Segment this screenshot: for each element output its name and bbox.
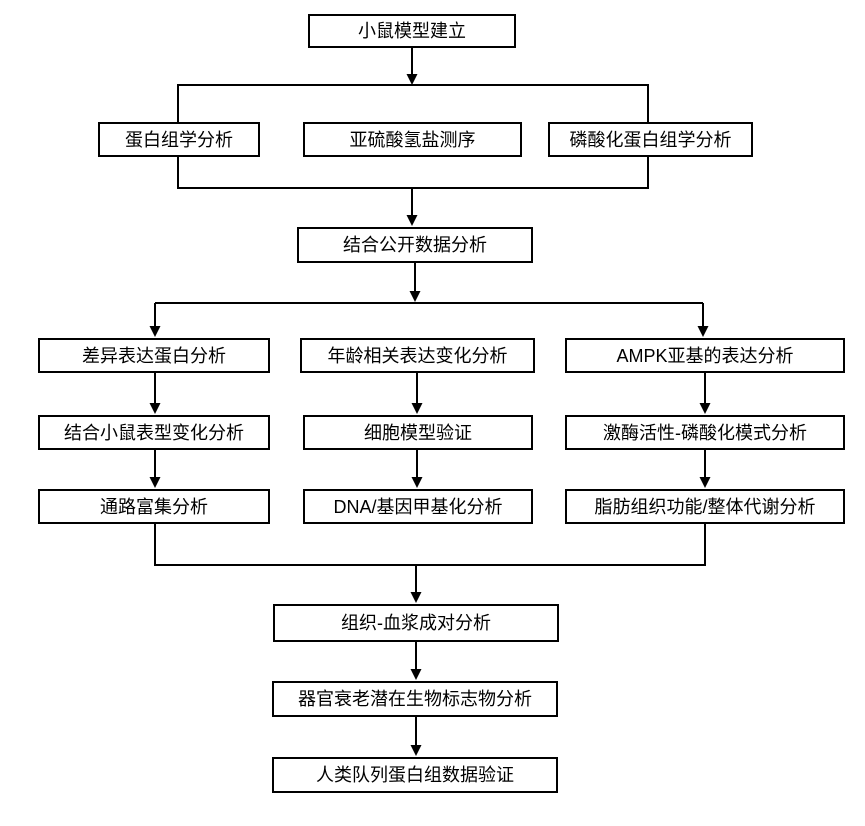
node-human-cohort: 人类队列蛋白组数据验证 [272,757,558,793]
arrow-age-expr-to-cell-model [411,373,423,414]
arrow-split-to-public-data [406,188,418,226]
node-cell-model: 细胞模型验证 [303,415,533,450]
arrow-branch-to-right-column [697,303,709,337]
node-diff-expr-protein: 差异表达蛋白分析 [38,338,270,373]
node-mouse-model: 小鼠模型建立 [308,14,516,48]
arrow-cell-model-to-methylation [411,450,423,488]
node-public-data: 结合公开数据分析 [297,227,533,263]
node-phospho-proteomics: 磷酸化蛋白组学分析 [548,122,753,157]
node-age-expression: 年龄相关表达变化分析 [300,338,535,373]
node-dna-methylation: DNA/基因甲基化分析 [303,489,533,524]
node-bisulfite-seq: 亚硫酸氢盐测序 [303,122,522,157]
node-adipose-metabolism: 脂肪组织功能/整体代谢分析 [565,489,845,524]
node-proteomics: 蛋白组学分析 [98,122,260,157]
arrow-phenotype-to-pathway [149,450,161,488]
arrow-kinase-to-adipose [699,450,711,488]
node-pathway-enrichment: 通路富集分析 [38,489,270,524]
arrow-ampk-to-kinase [699,373,711,414]
node-tissue-plasma: 组织-血浆成对分析 [273,604,559,642]
arrow-diff-expr-to-phenotype [149,373,161,414]
node-ampk-expression: AMPK亚基的表达分析 [565,338,845,373]
arrow-public-data-to-branch [409,263,421,302]
arrow-mouse-model-to-split [406,48,418,85]
arrow-biomarker-to-human-cohort [410,717,422,756]
merge-line [154,524,706,566]
arrow-branch-to-left-column [149,303,161,337]
arrow-tissue-plasma-to-biomarker [410,642,422,680]
node-mouse-phenotype: 结合小鼠表型变化分析 [38,415,270,450]
node-organ-biomarker: 器官衰老潜在生物标志物分析 [272,681,558,717]
node-kinase-phospho: 激酶活性-磷酸化模式分析 [565,415,845,450]
arrow-merge-to-tissue-plasma [410,565,422,603]
